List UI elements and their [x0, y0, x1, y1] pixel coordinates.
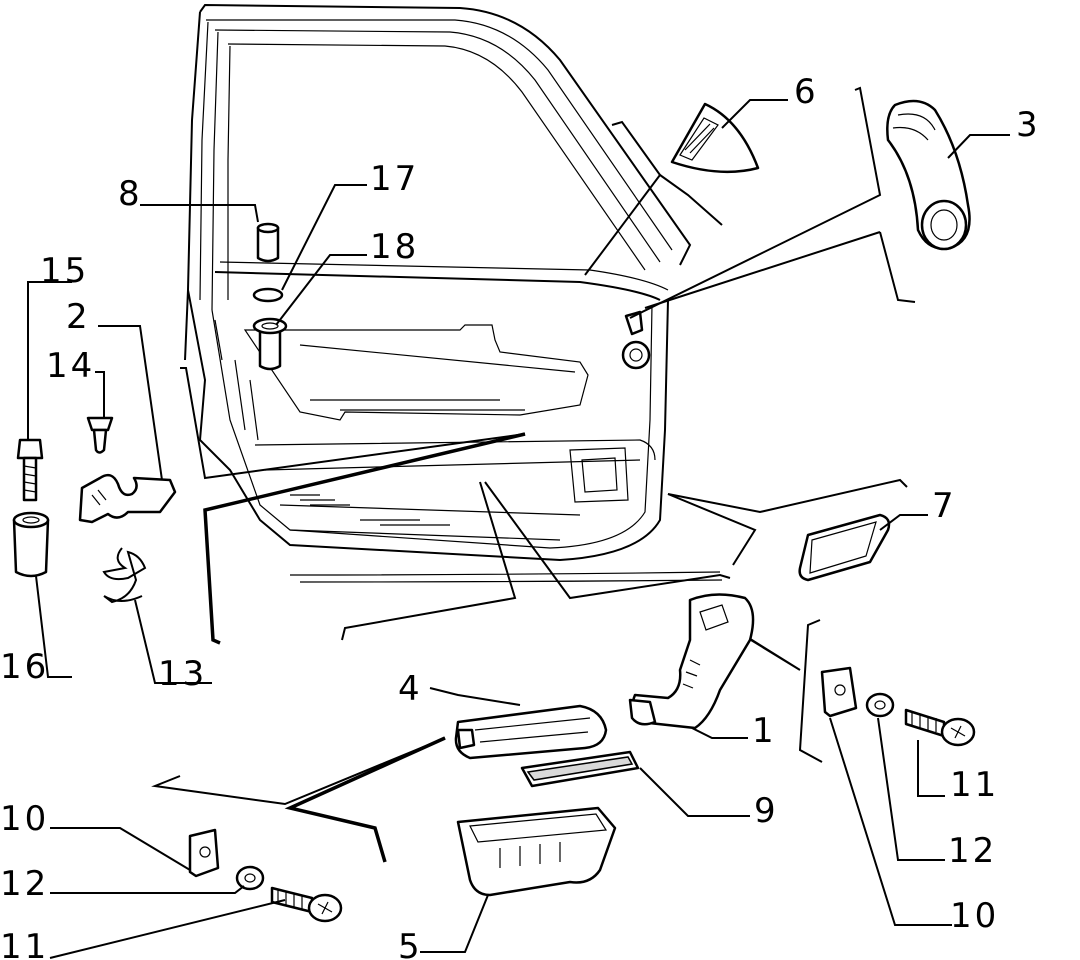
callout-15: 15: [40, 251, 89, 291]
part-5-pocket: [456, 806, 617, 897]
callout-12-left: 12: [0, 864, 49, 904]
callout-5: 5: [398, 927, 423, 960]
callout-11-left: 11: [0, 927, 49, 960]
part-9-strip: [520, 750, 640, 788]
part-1-handle: [628, 593, 755, 730]
callout-17: 17: [370, 159, 419, 199]
callout-6: 6: [794, 72, 819, 112]
callout-7: 7: [932, 486, 957, 526]
callout-10-left: 10: [0, 799, 49, 839]
assembly-lines: [151, 86, 916, 863]
part-15-bolt: [16, 438, 44, 502]
callout-1: 1: [752, 711, 777, 751]
part-11-screw-left: [270, 886, 343, 923]
callout-9: 9: [754, 791, 779, 831]
part-3-curved-trim: [886, 99, 971, 251]
callout-12-right: 12: [948, 831, 997, 871]
part-10-clip-left: [188, 828, 220, 878]
part-12-washer-left: [235, 865, 265, 891]
part-13-spring: [102, 547, 147, 604]
part-10-clip-right: [820, 666, 858, 718]
part-2-bracket: [78, 473, 177, 524]
callout-18: 18: [370, 227, 419, 267]
callout-10-right: 10: [950, 896, 999, 936]
callout-2: 2: [66, 297, 91, 337]
part-8-cap: [256, 222, 280, 263]
callout-labels: 8 17 18 6 3 15 2 14 16 13 7 1 4 9 5 10 1…: [0, 72, 1041, 960]
part-4-armrest: [454, 704, 608, 760]
part-6-triangle-cover: [670, 102, 760, 174]
callout-4: 4: [398, 669, 423, 709]
callout-14: 14: [46, 346, 95, 386]
callout-leaders: [27, 99, 1010, 959]
callout-8: 8: [118, 174, 143, 214]
part-18-bushing: [252, 317, 288, 371]
callout-11-right: 11: [950, 765, 999, 805]
part-16-sleeve: [12, 511, 50, 578]
part-17-ring: [252, 287, 284, 303]
part-11-screw-right: [904, 708, 976, 747]
part-14-plug: [86, 416, 114, 454]
callout-3: 3: [1016, 105, 1041, 145]
callout-16: 16: [0, 647, 49, 687]
callout-13: 13: [158, 654, 207, 694]
part-7-pad: [798, 513, 891, 582]
part-12-washer-right: [865, 692, 895, 718]
